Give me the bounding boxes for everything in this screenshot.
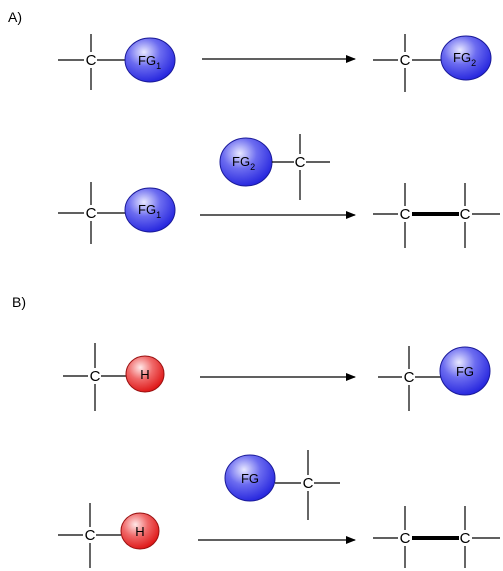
b1-reactant: C H (63, 343, 165, 411)
carbon-center: C (63, 343, 126, 411)
carbon-atom-label: C (86, 205, 97, 222)
fg2-sphere: FG2 (219, 137, 273, 187)
hydrogen-sphere: H (125, 355, 165, 393)
carbon-atom-label: C (404, 369, 415, 386)
carbon-center: C (58, 34, 126, 90)
a2-reagent: FG2 C (219, 134, 330, 200)
b1-product: C FG (378, 346, 491, 411)
fg1-label: FG1 (138, 53, 161, 71)
fg2-sphere: FG2 (440, 35, 492, 81)
a2-reactant: C FG1 (58, 182, 176, 244)
hydrogen-sphere: H (120, 512, 160, 550)
a1-reactant: C FG1 (58, 34, 176, 90)
carbon-center: C (272, 134, 330, 200)
fg1-sphere: FG1 (124, 37, 176, 83)
carbon-center: C (275, 450, 340, 520)
fg1-label: FG1 (138, 202, 161, 220)
a1-product: C FG2 (373, 34, 492, 92)
carbon-center: C (58, 503, 121, 568)
carbon-atom-label: C (90, 368, 101, 385)
fg1-sphere: FG1 (124, 187, 176, 233)
hydrogen-label: H (140, 367, 149, 382)
carbon-atom-label: C (303, 475, 314, 492)
carbon-center: C (378, 346, 442, 411)
carbon-center: C (58, 182, 126, 244)
fg-sphere: FG (224, 454, 276, 502)
b2-reagent: FG C (224, 450, 340, 520)
carbon-atom-label: C (400, 206, 411, 223)
b2-product: C C (373, 506, 500, 568)
hydrogen-label: H (135, 524, 144, 539)
fg-sphere: FG (439, 346, 491, 396)
carbon-atom-label: C (85, 527, 96, 544)
carbon-atom-label: C (400, 530, 411, 547)
fg2-label: FG2 (232, 154, 255, 172)
carbon-atom-label: C (295, 154, 306, 171)
carbon-atom-label: C (460, 206, 471, 223)
fg-label: FG (241, 471, 259, 486)
carbon-atom-label: C (460, 530, 471, 547)
b2-reactant: C H (58, 503, 160, 568)
fg-label: FG (456, 364, 474, 379)
panel-b-label: B) (12, 294, 26, 310)
fg2-label: FG2 (453, 50, 476, 68)
carbon-atom-label: C (86, 52, 97, 69)
a2-product: C C (373, 183, 500, 248)
panel-a-label: A) (8, 9, 22, 25)
carbon-center: C (373, 34, 442, 92)
carbon-atom-label: C (400, 52, 411, 69)
